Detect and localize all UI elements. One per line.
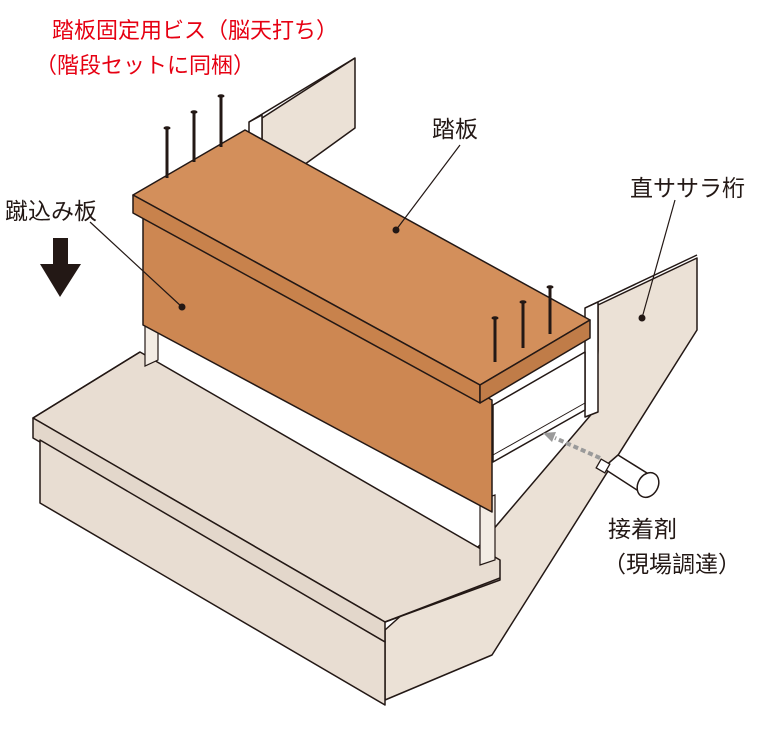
screw-label-line1: 踏板固定用ビス（脳天打ち） [52, 19, 338, 44]
arrow-down-icon [40, 238, 81, 297]
adhesive-tube-icon [595, 454, 660, 499]
screw-icon [217, 94, 225, 147]
screw-icon [190, 110, 198, 162]
adhesive-label-line1: 接着剤 [608, 517, 677, 543]
tread-groove [492, 351, 586, 463]
screw-icon [519, 300, 527, 348]
stringer-label: 直ササラ桁 [630, 176, 745, 202]
lower-step [32, 351, 501, 706]
adhesive-label-line2: （現場調達） [603, 552, 741, 578]
screw-label-line2: （階段セットに同梱） [35, 54, 255, 79]
screw-icon [163, 126, 171, 178]
screws-left [163, 94, 225, 178]
adhesive-arrow [543, 432, 601, 460]
screws-right [491, 285, 554, 362]
leader-lines [89, 144, 676, 322]
tread-label: 踏板 [432, 117, 478, 143]
screw-icon [491, 316, 499, 362]
riser-label: 蹴込み板 [5, 199, 97, 225]
screw-icon [546, 285, 554, 334]
tread-board [132, 129, 591, 404]
